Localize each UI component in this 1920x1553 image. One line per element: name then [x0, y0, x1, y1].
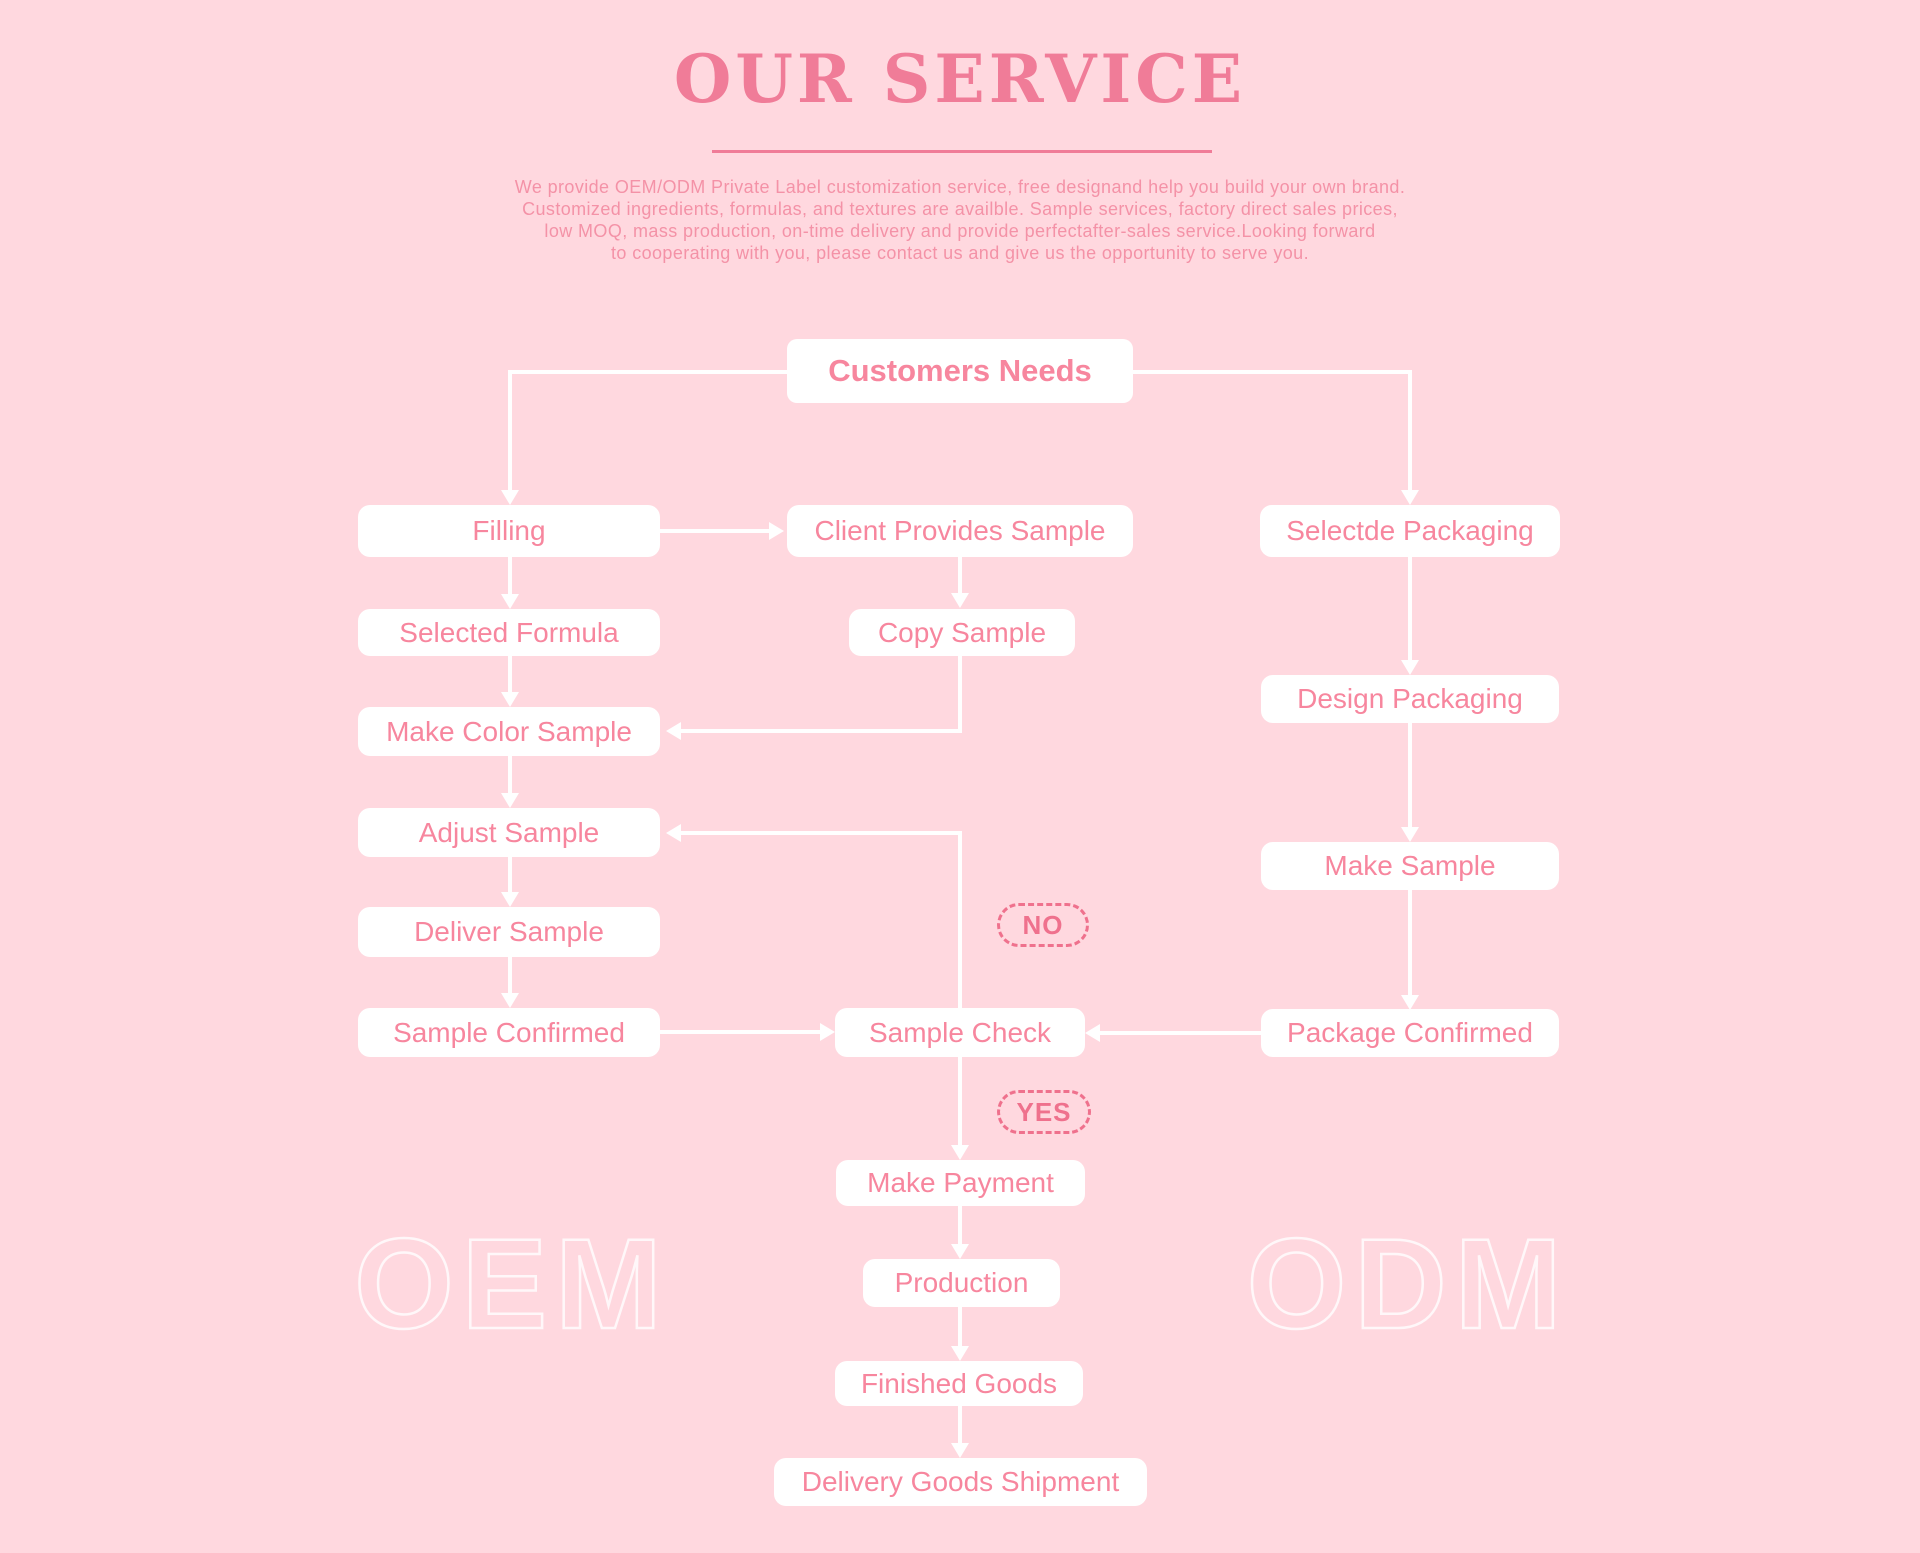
node-filling: Filling [358, 505, 660, 557]
connector-customers-needs-to-selectde-packaging [1133, 370, 1412, 491]
arrowhead-down-filling [501, 490, 519, 505]
arrowhead-down-selected-formula [501, 594, 519, 609]
node-make-sample: Make Sample [1261, 842, 1559, 890]
intro-line-1: We provide OEM/ODM Private Label customi… [514, 177, 1406, 197]
intro-paragraph: We provide OEM/ODM Private Label customi… [0, 176, 1920, 264]
watermark-oem: OEM [354, 1213, 670, 1356]
arrowhead-down-production [951, 1244, 969, 1259]
arrowhead-down-delivery-goods-shipment [951, 1443, 969, 1458]
node-selected-formula: Selected Formula [358, 609, 660, 656]
arrowhead-down-adjust-sample [501, 793, 519, 808]
node-selectde-packaging: Selectde Packaging [1260, 505, 1560, 557]
arrowhead-left-adjust-sample [666, 824, 681, 842]
node-package-confirmed: Package Confirmed [1261, 1009, 1559, 1057]
connector-paths [508, 370, 1412, 1444]
title-underline [712, 150, 1212, 153]
arrowhead-left-sample-check [1085, 1024, 1100, 1042]
arrowhead-down-package-confirmed [1401, 995, 1419, 1010]
node-client-provides-sample: Client Provides Sample [787, 505, 1133, 557]
decision-label-yes: YES [997, 1090, 1091, 1134]
intro-line-2: Customized ingredients, formulas, and te… [522, 199, 1398, 219]
arrowhead-right-client-provides-sample [769, 522, 784, 540]
page-title: OUR SERVICE [673, 40, 1247, 118]
node-design-packaging: Design Packaging [1261, 675, 1559, 723]
arrowhead-down-make-sample [1401, 827, 1419, 842]
decision-label-no: NO [997, 903, 1089, 947]
node-adjust-sample: Adjust Sample [358, 808, 660, 857]
intro-line-4: to cooperating with you, please contact … [610, 243, 1309, 263]
arrowhead-down-finished-goods [951, 1346, 969, 1361]
arrowhead-down-make-color-sample [501, 692, 519, 707]
arrowhead-down-copy-sample [951, 593, 969, 608]
connector-customers-needs-to-filling [508, 370, 787, 491]
node-delivery-goods-shipment: Delivery Goods Shipment [774, 1458, 1147, 1506]
arrowhead-down-design-packaging [1401, 660, 1419, 675]
arrowhead-down-selectde-packaging [1401, 490, 1419, 505]
arrowhead-left-make-color-sample [666, 722, 681, 740]
intro-line-3: low MOQ, mass production, on-time delive… [544, 221, 1376, 241]
arrowhead-down-deliver-sample [501, 892, 519, 907]
arrowhead-right-sample-check [820, 1023, 835, 1041]
connector-sample-check-no-to-adjust-sample [681, 831, 962, 1008]
node-make-payment: Make Payment [836, 1160, 1085, 1206]
node-customers-needs: Customers Needs [787, 339, 1133, 403]
node-sample-confirmed: Sample Confirmed [358, 1008, 660, 1057]
node-sample-check: Sample Check [835, 1008, 1085, 1057]
node-copy-sample: Copy Sample [849, 609, 1075, 656]
arrowhead-down-sample-confirmed [501, 993, 519, 1008]
node-production: Production [863, 1259, 1060, 1307]
node-finished-goods: Finished Goods [835, 1361, 1083, 1406]
connector-copy-sample-to-make-color-sample [681, 656, 962, 733]
node-deliver-sample: Deliver Sample [358, 907, 660, 957]
watermark-odm: ODM [1247, 1213, 1570, 1356]
connector-arrowheads [501, 490, 1419, 1458]
arrowhead-down-make-payment [951, 1145, 969, 1160]
node-make-color-sample: Make Color Sample [358, 707, 660, 756]
